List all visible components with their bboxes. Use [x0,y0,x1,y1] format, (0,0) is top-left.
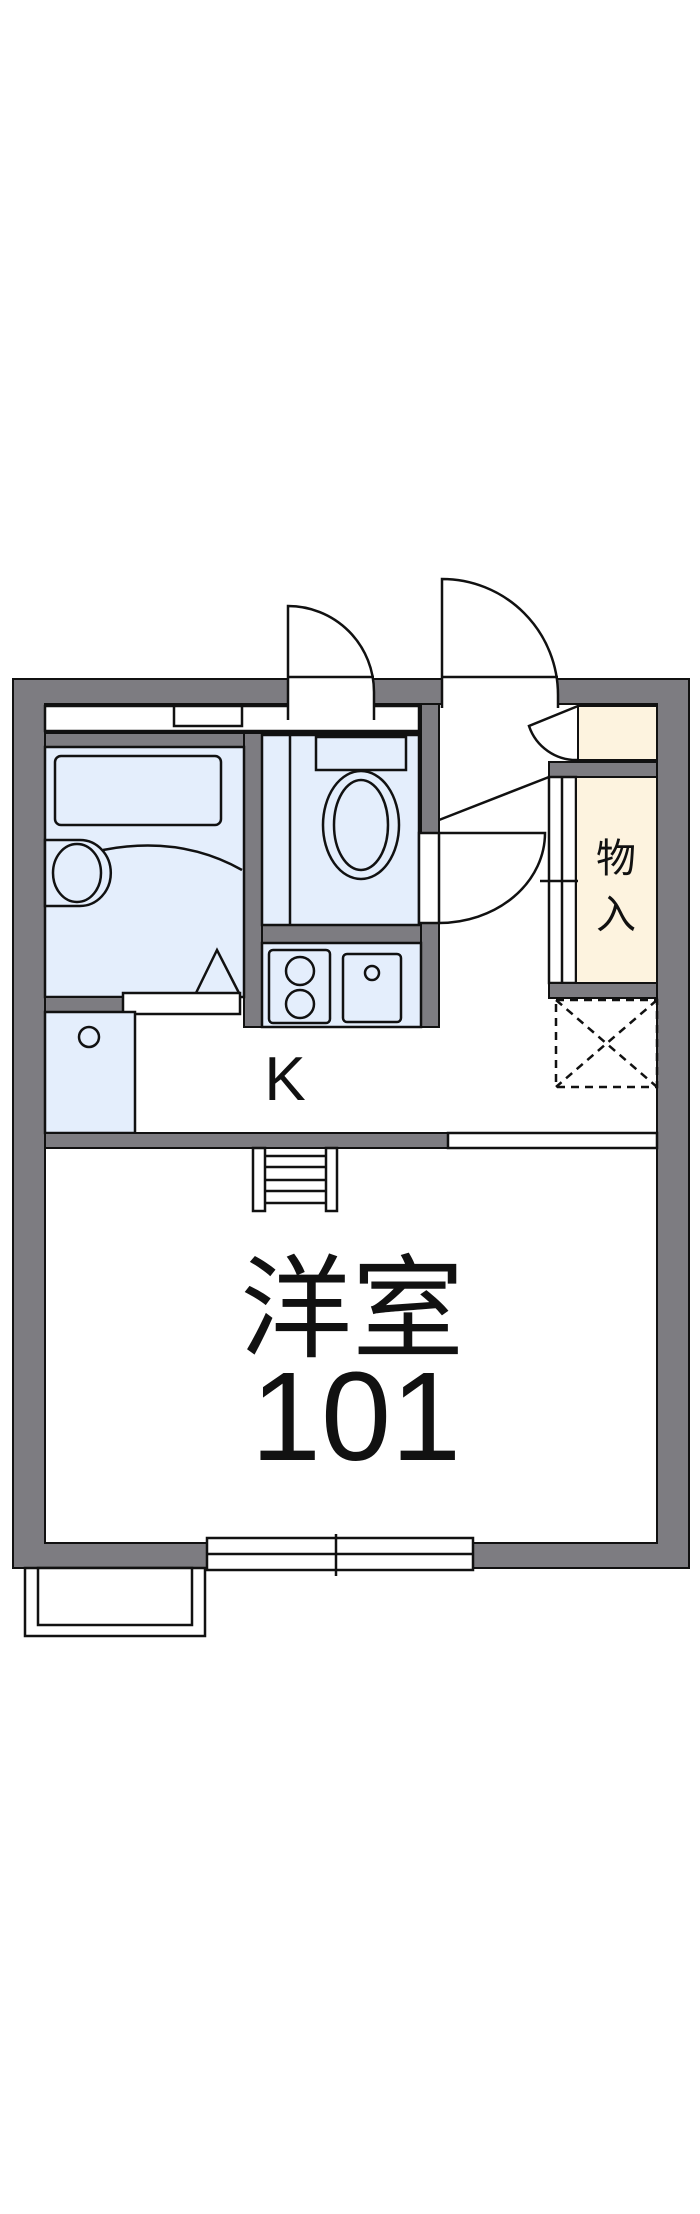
western-room-label: 洋室 [240,1245,464,1375]
fridge-space [554,998,659,1089]
kitchen-label: K [264,1045,305,1114]
wall-bath-toilet [243,732,263,1028]
unit-number: 101 [251,1346,461,1487]
washbasin [51,842,103,904]
storage-label: 物 [596,836,636,882]
kitchen-counter [260,941,423,1029]
door-top-left [286,604,376,720]
burner-icon [284,955,316,987]
storage-label: 入 [596,892,636,938]
drain-icon [363,964,381,982]
window [205,1534,475,1576]
partition-wall [44,1132,449,1149]
washer-space [43,1010,137,1135]
toilet-room [260,733,421,927]
loft-ladder [251,1146,339,1213]
wall-below-toilet [261,924,422,944]
wall-below-bath [44,996,124,1013]
bathroom [43,745,246,999]
bath-door [121,991,242,1016]
partition-opening [446,1131,659,1150]
burner-icon [284,988,316,1020]
bathtub [53,754,223,827]
entrance-door [440,577,560,708]
sink [341,952,403,1024]
entrance-inner-door [417,775,550,925]
toilet-tank [314,735,408,772]
triangle-mark [194,947,241,994]
storage-closet: 物 入 [527,704,658,999]
balcony [23,1566,207,1638]
